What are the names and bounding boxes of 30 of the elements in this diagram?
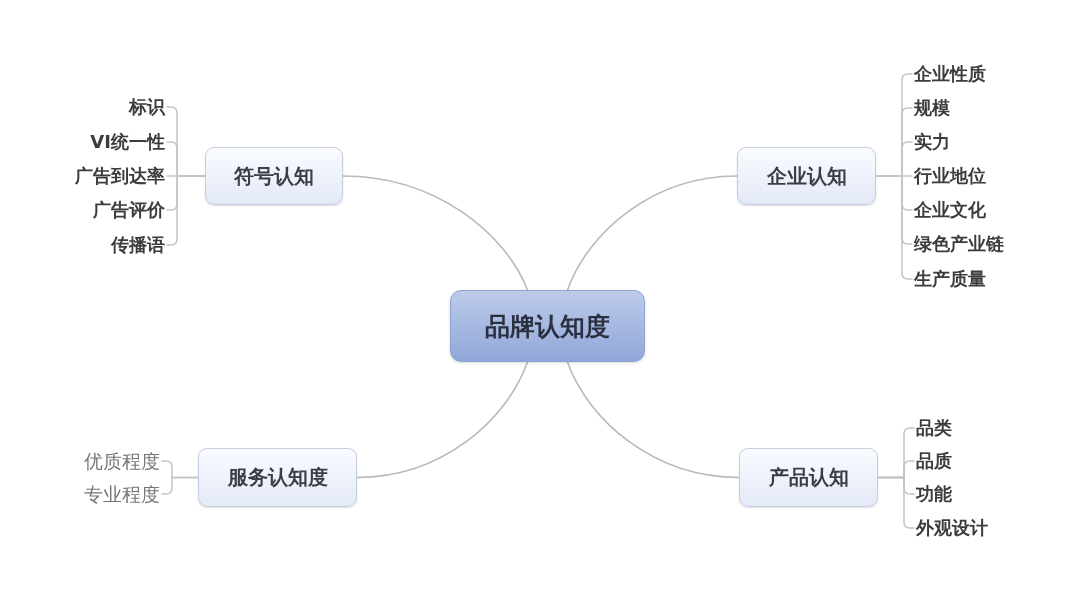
topic-box: 符号认知 [205, 147, 343, 205]
subtopic-label: 规模 [914, 97, 950, 119]
connector-line [166, 175, 206, 246]
subtopic-label: 专业程度 [84, 483, 160, 505]
subtopic-label: 企业性质 [914, 63, 986, 85]
subtopic-label: 标识 [129, 96, 165, 118]
subtopic-label: 实力 [914, 131, 950, 153]
subtopic-label: 品质 [916, 450, 952, 472]
central-topic-box: 品牌认知度 [450, 290, 645, 362]
subtopic-label: 生产质量 [914, 268, 986, 290]
subtopic-label: 绿色产业链 [914, 233, 1004, 255]
subtopic-label: 企业文化 [914, 199, 986, 221]
topic-box: 企业认知 [737, 147, 876, 205]
subtopic-label: 广告到达率 [75, 165, 165, 187]
subtopic-label: 优质程度 [84, 450, 160, 472]
topic-box: 服务认知度 [198, 448, 357, 507]
subtopic-label: VI统一性 [90, 131, 165, 153]
subtopic-label: 行业地位 [914, 165, 986, 187]
branch-curve [342, 175, 529, 291]
connector-line [877, 476, 915, 529]
subtopic-label: 传播语 [111, 234, 165, 256]
subtopic-label: 功能 [916, 483, 952, 505]
subtopic-label: 品类 [916, 417, 952, 439]
connector-line [161, 476, 199, 495]
subtopic-label: 广告评价 [93, 199, 165, 221]
branch-curve [566, 361, 740, 479]
branch-curve [566, 175, 738, 291]
branch-curve [356, 361, 529, 479]
subtopic-label: 外观设计 [916, 517, 988, 539]
topic-box: 产品认知 [739, 448, 878, 507]
